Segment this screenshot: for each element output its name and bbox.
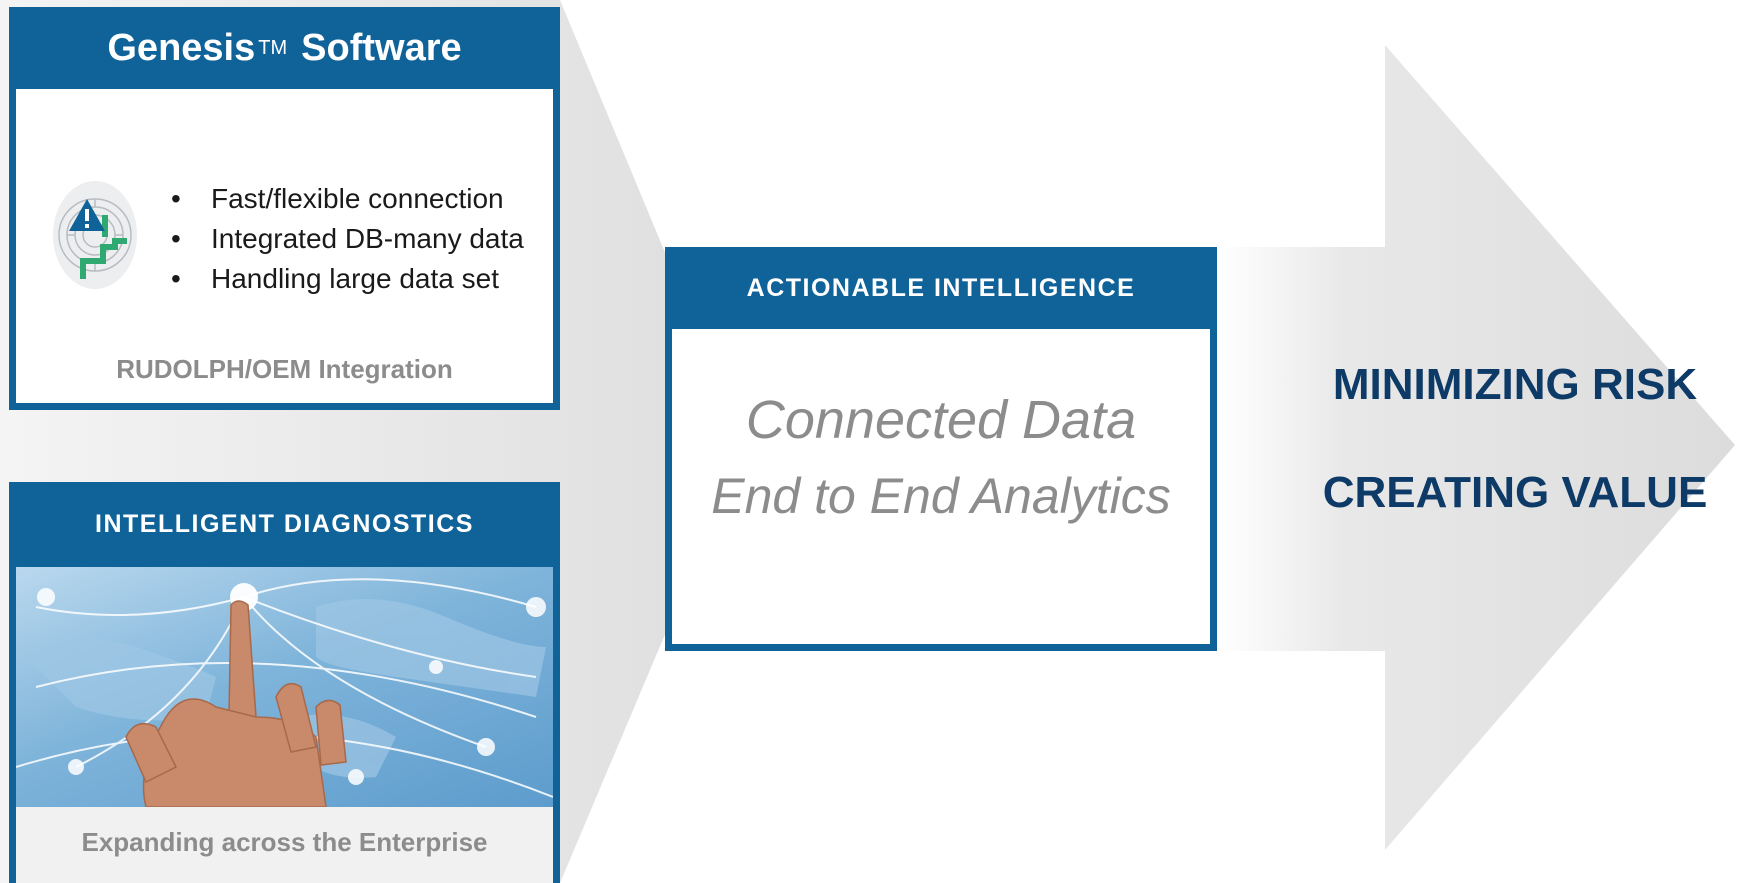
creating-value-text: CREATING VALUE <box>1322 468 1708 517</box>
genesis-card-body: • Fast/flexible connection • Integrated DB… <box>16 89 553 403</box>
genesis-footer: RUDOLPH/OEM Integration <box>116 354 453 384</box>
feature-text: Handling large data set <box>211 263 499 294</box>
actionable-body: Connected Data End to End Analytics <box>672 329 1210 644</box>
feature-item: • Integrated DB-many data <box>171 219 524 259</box>
right-flow-arrow <box>1217 45 1735 850</box>
genesis-feature-list: • Fast/flexible connection • Integrated DB… <box>171 179 524 299</box>
actionable-intelligence-card: ACTIONABLE INTELLIGENCE Connected Data E… <box>665 247 1217 651</box>
feature-text: Integrated DB-many data <box>211 223 524 254</box>
connected-data-text: Connected Data <box>745 390 1137 450</box>
bullet-icon: • <box>171 183 181 214</box>
network-touch-image <box>16 567 553 807</box>
end-to-end-analytics-text: End to End Analytics <box>711 468 1171 524</box>
minimizing-risk-text: MINIMIZING RISK <box>1332 360 1698 409</box>
bullet-icon: • <box>171 263 181 294</box>
diagnostics-header: INTELLIGENT DIAGNOSTICS <box>95 510 474 538</box>
trademark-mark: TM <box>258 36 288 59</box>
diagnostics-footer: Expanding across the Enterprise <box>16 807 553 883</box>
feature-text: Fast/flexible connection <box>211 183 504 214</box>
genesis-title-suffix: Software <box>301 26 462 69</box>
feature-item: • Fast/flexible connection <box>171 179 524 219</box>
actionable-header: ACTIONABLE INTELLIGENCE <box>746 273 1136 302</box>
genesis-title: Genesis <box>107 26 256 69</box>
intelligent-diagnostics-card: INTELLIGENT DIAGNOSTICS <box>9 482 560 883</box>
maze-warning-icon <box>53 181 137 289</box>
feature-item: • Handling large data set <box>171 259 524 299</box>
bullet-icon: • <box>171 223 181 254</box>
